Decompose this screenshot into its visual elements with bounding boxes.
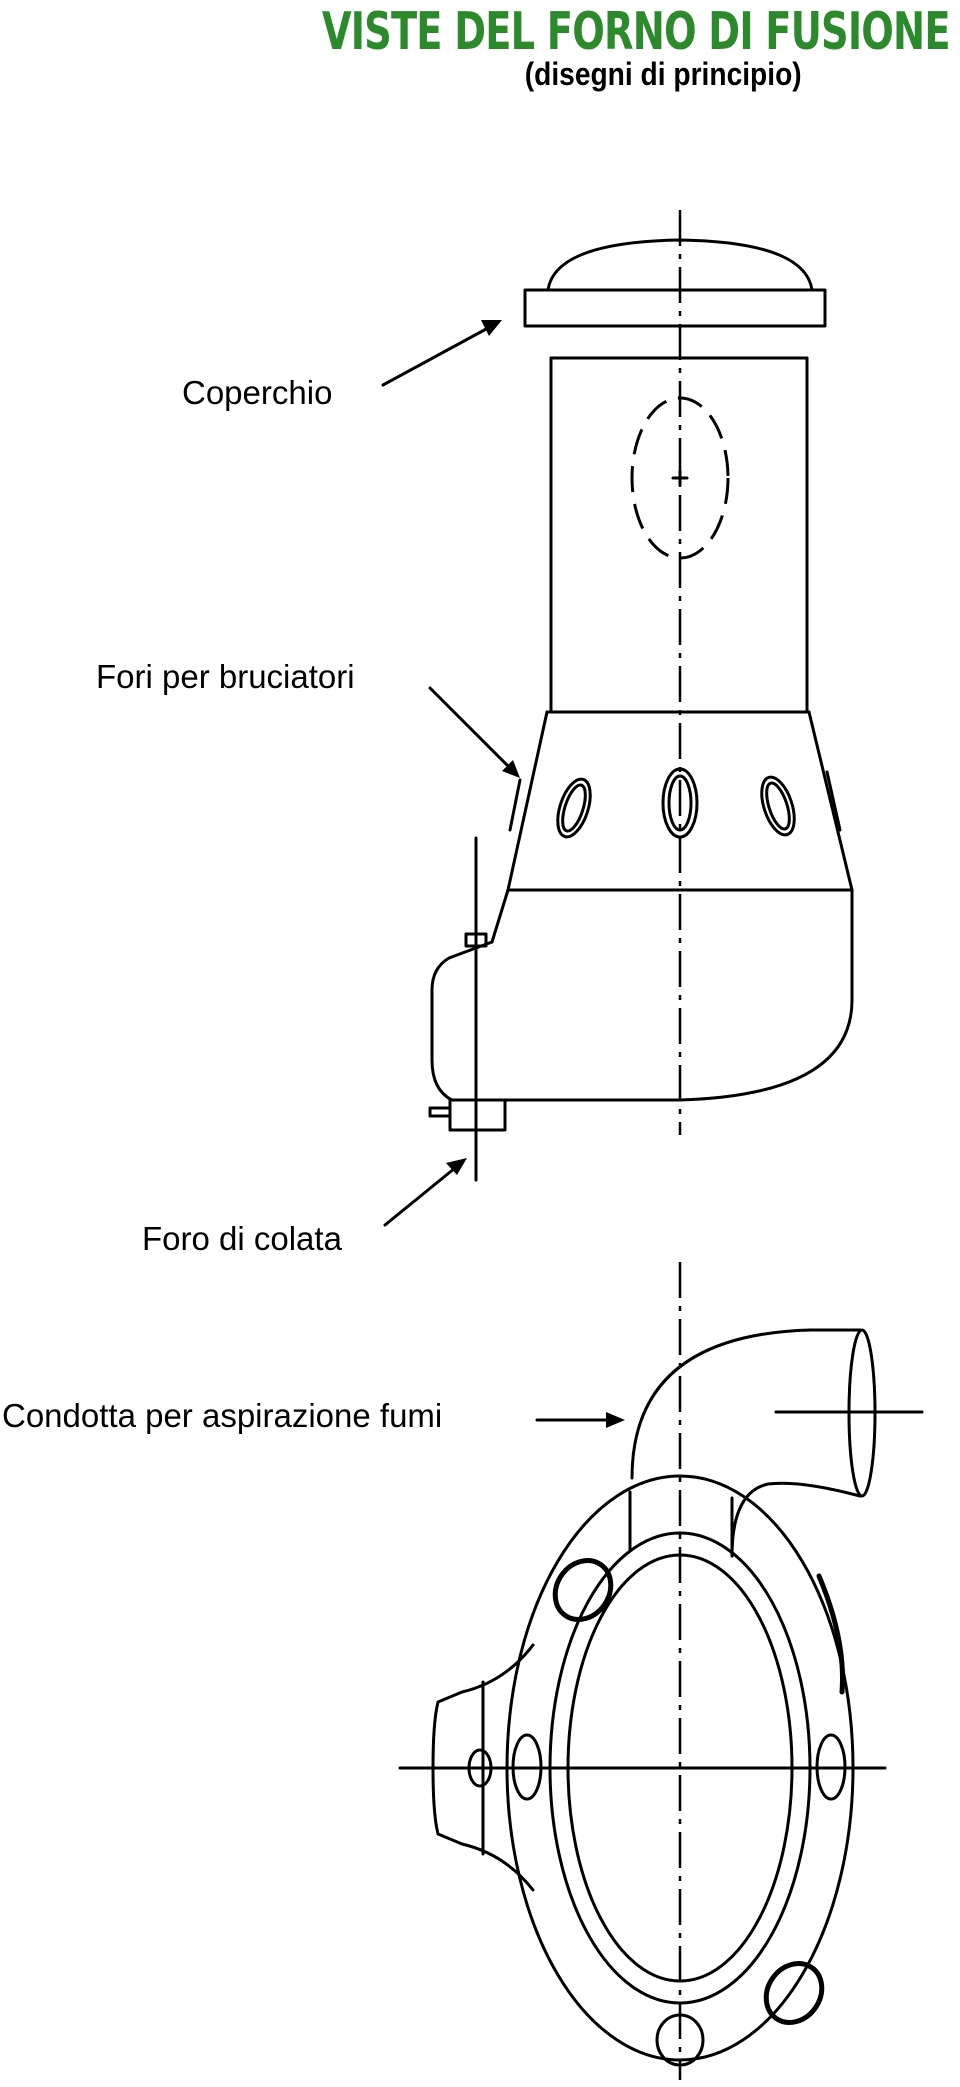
label-fume-duct: Condotta per aspirazione fumi (2, 1397, 443, 1434)
burner-band-right-edge (807, 710, 854, 892)
lower-body-bottom-curve (678, 998, 854, 1102)
flange-hole-right (815, 1733, 847, 1801)
fume-duct-outer-curve (630, 1328, 862, 1480)
side-lug-outline (431, 1643, 535, 1892)
upper-body (549, 356, 809, 714)
burner-hole-center (661, 767, 699, 839)
crucible-opening (566, 1553, 794, 1983)
lid-plate (523, 288, 827, 328)
plan-view (398, 1262, 924, 2080)
label-lid: Coperchio (182, 374, 333, 411)
tap-pin (428, 1106, 452, 1118)
flange-outer-thick-arc (816, 1573, 845, 1695)
flange-bolt-hole-thick-bottom (763, 1961, 825, 2025)
flange-hole-bottom (655, 2013, 705, 2067)
label-burner-holes: Fori per bruciatori (96, 658, 355, 695)
plan-fume-duct (630, 1328, 924, 1558)
flange-bolt-hole-thick-top (552, 1558, 614, 1622)
page-subtitle: (disegni di principio) (525, 56, 802, 92)
arrow-fori-bruciatori (428, 686, 520, 778)
flange-outer-ring (505, 1474, 855, 2062)
label-tap-hole: Foro di colata (142, 1220, 342, 1257)
plan-side-lug (431, 1643, 535, 1892)
burner-band-left-edge (506, 710, 549, 892)
hidden-opening-dashed (630, 396, 730, 560)
burner-hole-left (556, 777, 592, 839)
side-view (428, 210, 854, 1182)
arrow-foro-colata (383, 1158, 467, 1227)
page-title: VISTE DEL FORNO DI FUSIONE (322, 2, 951, 62)
lid (523, 238, 827, 328)
arrow-condotta (535, 1412, 625, 1428)
spout-upper-edge (490, 888, 510, 944)
lid-dome (546, 238, 814, 292)
spout-body (430, 940, 494, 1102)
arrow-coperchio (381, 320, 502, 387)
burner-hole-right (760, 775, 796, 837)
burner-band (506, 710, 854, 892)
right-burner-port-edge (825, 770, 842, 832)
flange-inner-ring (548, 1531, 812, 2005)
left-burner-port-edge (508, 778, 522, 832)
plan-flange (505, 1474, 855, 2067)
flange-hole-left (511, 1733, 543, 1801)
fume-duct-inner-curve (730, 1481, 862, 1558)
lower-body (428, 836, 854, 1182)
side-lug-hole (467, 1748, 493, 1788)
